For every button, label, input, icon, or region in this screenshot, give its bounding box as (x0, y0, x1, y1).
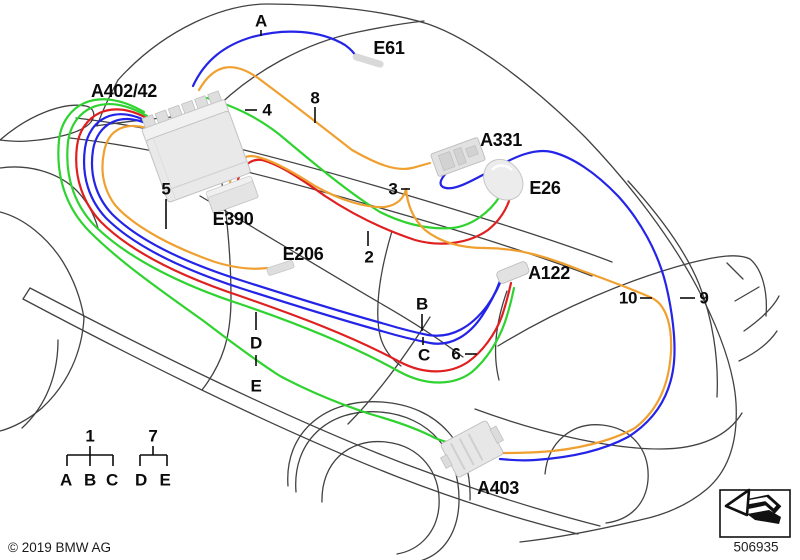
taillight-stroke-1 (734, 286, 760, 302)
legend-bracket-7 (139, 446, 168, 466)
callout-C: C (418, 345, 430, 365)
callout-6: 6 (451, 344, 461, 364)
label-a331[interactable]: A331 (480, 130, 522, 150)
callout-B: B (416, 294, 428, 314)
cable-3-10-orange-rear (228, 154, 673, 455)
component-e206 (266, 259, 295, 276)
legend-num-7: 7 (148, 426, 158, 446)
components (141, 53, 530, 478)
callout-5: 5 (161, 179, 171, 199)
taillight-stroke-2 (743, 295, 780, 332)
front-bumper (0, 211, 85, 319)
component-e390 (205, 175, 259, 214)
rear-rim (321, 440, 440, 555)
label-e206[interactable]: E206 (282, 244, 324, 264)
rocker-join (22, 287, 31, 300)
bumper-crease (474, 408, 743, 450)
legend-brackets (66, 446, 168, 466)
legend-letter-C: C (106, 470, 118, 490)
near-roof-edge (207, 20, 425, 117)
callout-10: 10 (618, 288, 638, 308)
roof-silhouette (117, 3, 737, 543)
legend-num-1: 1 (85, 426, 95, 446)
front-wheel-arch (0, 317, 85, 432)
door-crease (199, 195, 464, 358)
callout-9: 9 (699, 288, 709, 308)
callout-3: 3 (388, 179, 398, 199)
front-fender (0, 104, 95, 143)
cable-2-red (235, 158, 511, 245)
quarter-cut (494, 290, 508, 381)
callout-E: E (250, 376, 262, 396)
taillight-stroke-3 (738, 330, 778, 362)
component-a331 (430, 137, 486, 177)
label-a402-42[interactable]: A402/42 (91, 81, 157, 101)
hood-lower (0, 166, 99, 229)
cable-4-green (205, 96, 502, 230)
far-wheel (544, 424, 649, 524)
label-a403[interactable]: A403 (477, 478, 519, 498)
label-e390[interactable]: E390 (212, 209, 254, 229)
cable-5-orange-loop (101, 124, 269, 270)
cable-E-green-rocker (57, 98, 452, 445)
part-number-box[interactable] (719, 488, 791, 538)
component-a402 (141, 90, 251, 203)
callout-8: 8 (310, 88, 320, 108)
cable-D-green-loop (66, 103, 516, 384)
legend-letter-E: E (159, 470, 171, 490)
door-cut-rear (377, 230, 402, 367)
copyright-text: © 2019 BMW AG (8, 540, 111, 555)
cable-A-blue-roof (191, 30, 359, 88)
component-a122 (496, 261, 530, 284)
cable-B-blue-loop (90, 117, 505, 337)
label-a122[interactable]: A122 (528, 263, 570, 283)
cable-9-blue-rear (439, 149, 676, 462)
legend-letter-B: B (84, 470, 96, 490)
callout-2: 2 (364, 247, 374, 267)
front-wheel (21, 339, 59, 429)
label-e26[interactable]: E26 (529, 178, 561, 198)
rocker-line-1 (29, 287, 601, 527)
rear-tire (295, 411, 460, 560)
rear-shoulder (497, 255, 768, 347)
component-a403 (440, 420, 504, 478)
cable-6-red-loop (75, 108, 513, 373)
taillight-stroke-4 (726, 262, 744, 280)
legend-bracket-1 (66, 446, 114, 466)
legend-letter-D: D (135, 470, 147, 490)
inner-hatch (627, 180, 718, 398)
leader-lines (165, 30, 695, 366)
component-e61 (352, 53, 384, 68)
callout-D: D (250, 333, 262, 353)
callout-4: 4 (262, 100, 272, 120)
legend-letter-A: A (60, 470, 72, 490)
part-number-text[interactable]: 506935 (733, 539, 779, 555)
cable-8-orange-roof (197, 66, 432, 170)
cable-C-blue-loop (83, 113, 502, 345)
label-e61[interactable]: E61 (373, 38, 405, 58)
harness-cables (57, 30, 676, 462)
direction-arrow-icon (724, 488, 782, 524)
rocker-line-2 (22, 298, 579, 535)
callout-A: A (255, 11, 267, 31)
component-e26 (483, 159, 524, 201)
